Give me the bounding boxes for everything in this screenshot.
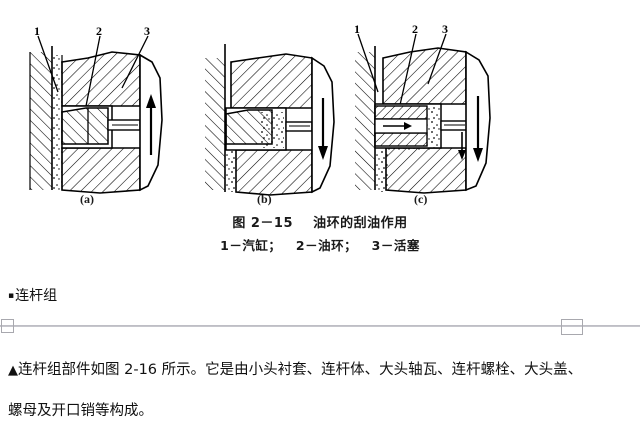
section-heading-label: 连杆组: [15, 288, 58, 304]
callout-c-3: 3: [442, 22, 448, 36]
callout-a-2: 2: [96, 24, 102, 38]
callout-a-3: 3: [144, 24, 150, 38]
callout-c-1: 1: [354, 22, 360, 36]
figure-caption-legend: 1－汽缸； 2－油环； 3－活塞: [220, 238, 420, 253]
callout-c-2: 2: [412, 22, 418, 36]
subfigure-label-a: (a): [80, 192, 94, 206]
subfigure-label-b: (b): [257, 192, 272, 206]
figure-block: 1 2 3 1 2 3 (a) (b) (c) 图 2－15 油环的刮油作用 1…: [0, 22, 640, 256]
divider-widget[interactable]: [0, 318, 640, 340]
section-heading: ▪连杆组: [8, 285, 57, 305]
figure-caption: 图 2－15 油环的刮油作用 1－汽缸； 2－油环； 3－活塞: [0, 214, 640, 256]
square-bullet-icon: ▪: [8, 291, 15, 301]
body-paragraph: ▲连杆组部件如图 2-16 所示。它是由小头衬套、连杆体、大头轴瓦、连杆螺栓、大…: [8, 350, 632, 431]
paragraph-line-1: ▲连杆组部件如图 2-16 所示。它是由小头衬套、连杆体、大头轴瓦、连杆螺栓、大…: [8, 350, 632, 391]
paragraph-line-1-text: 连杆组部件如图 2-16 所示。它是由小头衬套、连杆体、大头轴瓦、连杆螺栓、大头…: [18, 362, 583, 378]
subfigure-c-drawing: [355, 33, 491, 194]
divider-handle-right[interactable]: [561, 319, 583, 335]
figure-caption-title: 图 2－15 油环的刮油作用: [232, 216, 408, 231]
divider-line: [0, 325, 640, 327]
paragraph-line-2: 螺母及开口销等构成。: [8, 403, 153, 419]
subfigure-b-drawing: [205, 44, 335, 196]
figure-illustration: 1 2 3 1 2 3: [29, 22, 491, 196]
callout-a-1: 1: [34, 24, 40, 38]
triangle-bullet-icon: ▲: [8, 363, 18, 378]
subfigure-a-drawing: [29, 35, 163, 194]
divider-handle-left[interactable]: [1, 319, 14, 333]
subfigure-label-c: (c): [414, 192, 428, 206]
